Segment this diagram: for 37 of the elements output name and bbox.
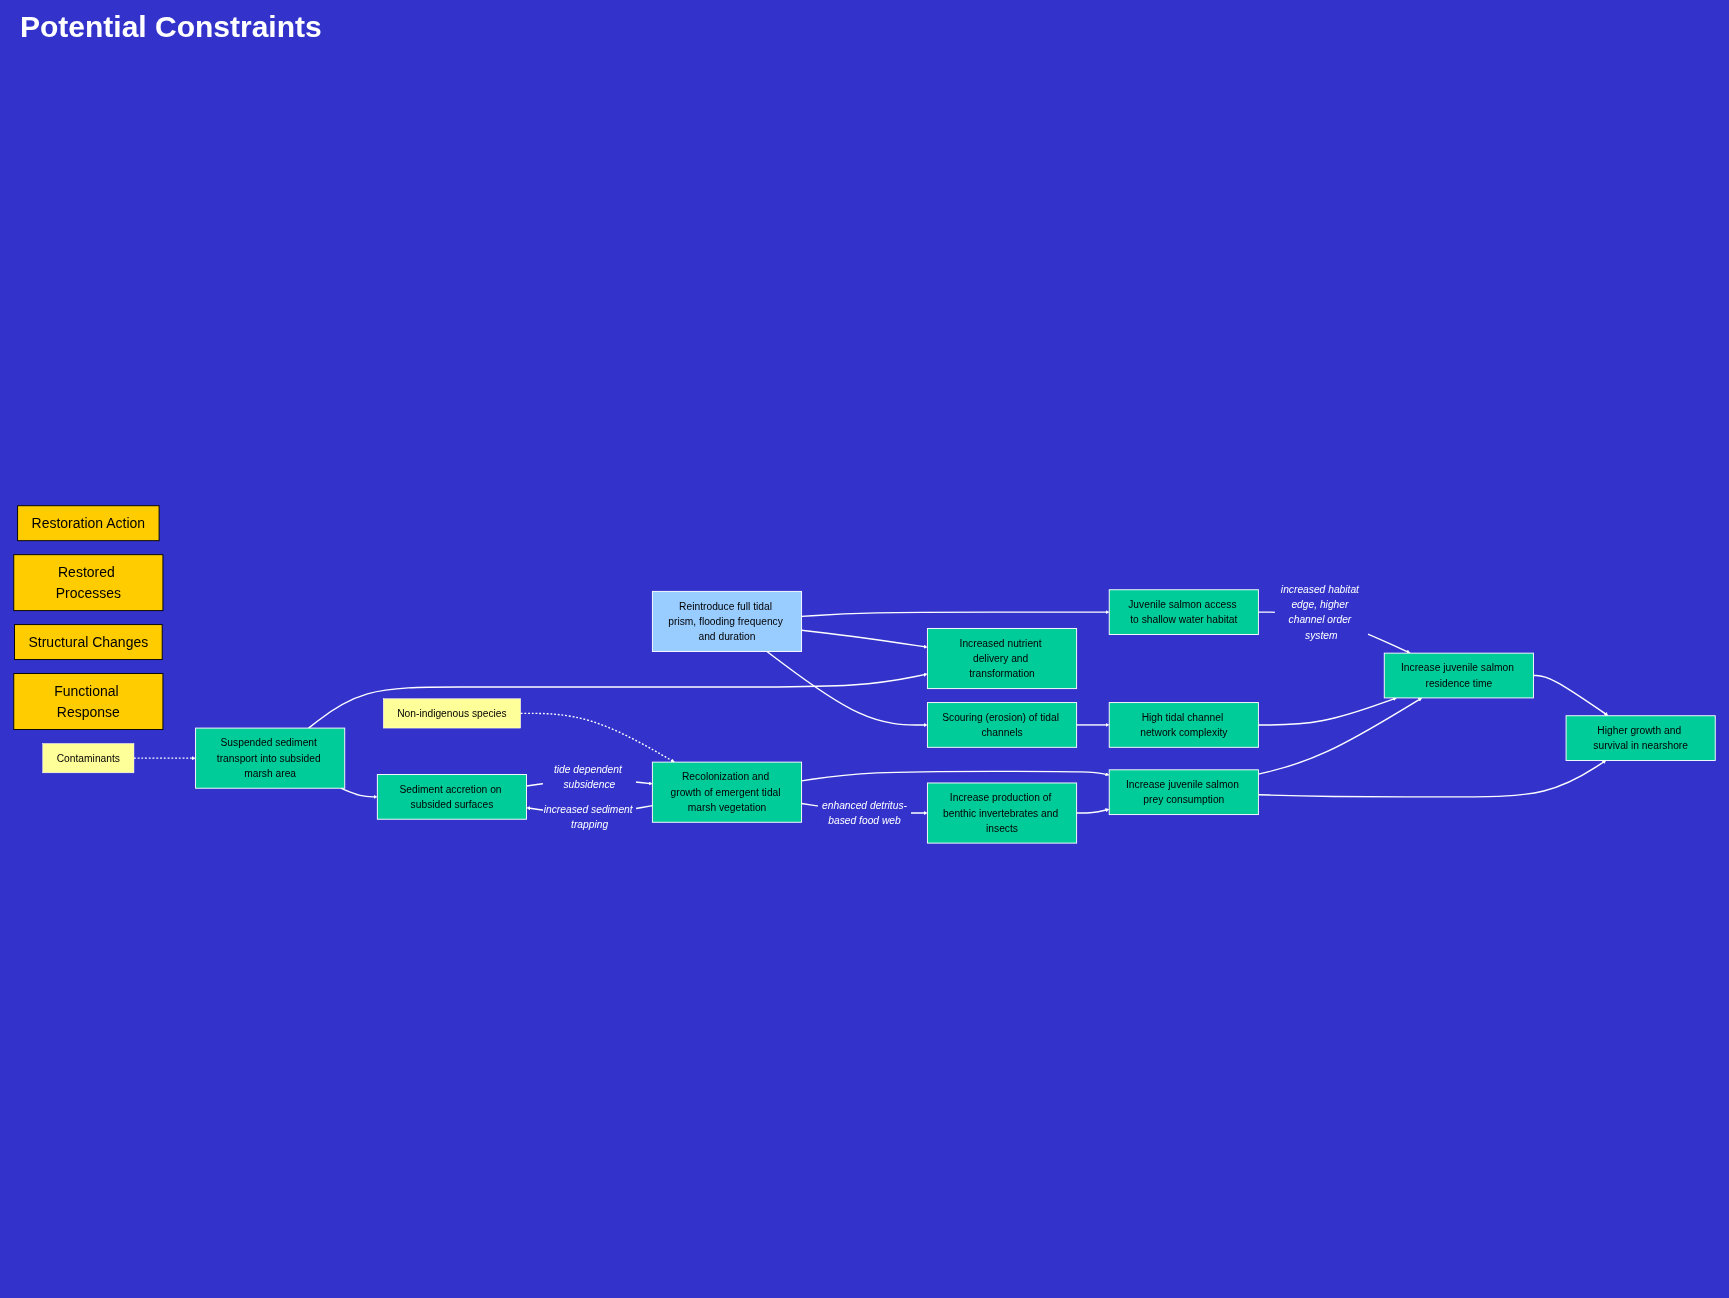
node-box: High tidal channel network complexity — [1108, 701, 1259, 748]
arrow — [1532, 674, 1609, 716]
node-box: Increase production of benthic invertebrates and insects — [926, 782, 1078, 844]
arrow — [1075, 722, 1110, 727]
arrow — [1075, 807, 1110, 814]
arrow — [307, 672, 928, 729]
node-box: Recolonization and growth of emergent tidal marsh vegetation — [651, 761, 803, 823]
constraints-heading: Potential Constraints — [20, 10, 322, 44]
edge-label: increased sediment trapping — [543, 802, 633, 830]
arrow — [133, 755, 196, 760]
arrow — [800, 609, 1110, 617]
node-box: Restoration Action — [17, 504, 160, 541]
node-box: Increase juvenile salmon prey consumption — [1108, 768, 1259, 815]
edge-label: enhanced detritus-based food web — [822, 799, 907, 827]
arrow — [800, 629, 928, 649]
node-box: Increase juvenile salmon residence time — [1383, 652, 1534, 698]
node-box: Scouring (erosion) of tidal channels — [926, 701, 1078, 748]
node-box: Sediment accretion on subsided surfaces — [376, 773, 527, 820]
arrow — [1257, 696, 1397, 726]
arrow — [1257, 697, 1423, 775]
node-box: Increased nutrient delivery and transformation — [926, 627, 1078, 689]
node-box: Reintroduce full tidal prism, flooding frequency and duration — [651, 590, 803, 652]
arrow — [519, 712, 675, 762]
arrow — [1257, 759, 1607, 798]
arrow — [766, 650, 928, 727]
node-box: Structural Changes — [14, 623, 163, 660]
node-box: Contaminants — [42, 742, 135, 773]
node-box: Suspended sediment transport into subsided marsh area — [195, 727, 346, 789]
node-box: Functional Response — [13, 672, 164, 730]
arrow — [800, 770, 1110, 782]
arrow — [340, 787, 378, 799]
edge-label: increased habitat edge, higher channel order system — [1280, 582, 1359, 641]
node-box: Higher growth and survival in nearshore — [1565, 714, 1716, 761]
node-box: Restored Processes — [13, 553, 164, 611]
node-box: Juvenile salmon access to shallow water habitat — [1108, 588, 1259, 635]
edge-label: tide dependent subsidence — [553, 762, 622, 790]
node-box: Non-indigenous species — [383, 698, 521, 728]
